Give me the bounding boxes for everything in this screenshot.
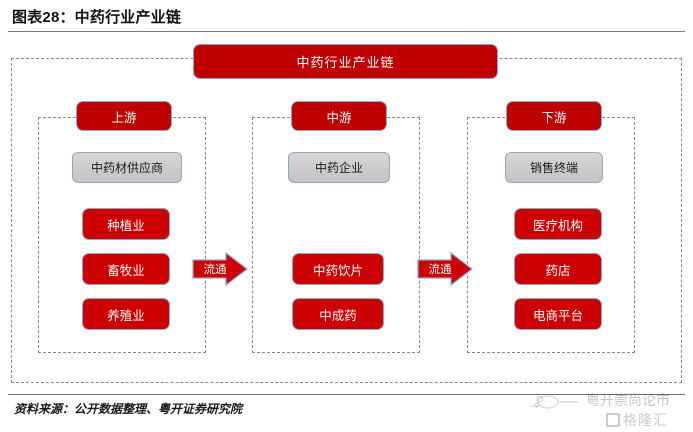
column-header-upstream: 上游 bbox=[76, 101, 172, 131]
figure-title-bar: 图表28：中药行业产业链 bbox=[0, 0, 693, 32]
flow-arrow-icon bbox=[417, 252, 473, 286]
column-header-label-midstream: 中游 bbox=[326, 110, 352, 125]
item-label: 养殖业 bbox=[107, 308, 145, 323]
column-header-downstream: 下游 bbox=[506, 101, 602, 131]
category-box-upstream: 中药材供应商 bbox=[72, 152, 182, 183]
title-divider bbox=[8, 31, 685, 32]
item-box: 医疗机构 bbox=[514, 208, 602, 240]
category-box-downstream: 销售终端 bbox=[505, 152, 603, 183]
main-header-box: 中药行业产业链 bbox=[193, 44, 498, 79]
flow-arrow-icon bbox=[192, 252, 248, 286]
item-box: 畜牧业 bbox=[82, 253, 170, 285]
item-label: 中成药 bbox=[319, 308, 357, 323]
item-label: 电商平台 bbox=[532, 308, 583, 323]
item-label: 畜牧业 bbox=[107, 263, 145, 278]
category-label-midstream: 中药企业 bbox=[314, 161, 363, 175]
main-header-label: 中药行业产业链 bbox=[296, 55, 395, 70]
item-box: 中成药 bbox=[292, 298, 384, 330]
item-label: 药店 bbox=[545, 263, 571, 278]
cloud-icon bbox=[529, 395, 578, 409]
item-box: 种植业 bbox=[82, 208, 170, 240]
item-label: 医疗机构 bbox=[532, 218, 583, 233]
source-note: 资料来源：公开数据整理、粤开证券研究院 bbox=[14, 402, 243, 416]
column-header-label-downstream: 下游 bbox=[541, 110, 567, 125]
item-box: 中药饮片 bbox=[292, 253, 384, 285]
category-box-midstream: 中药企业 bbox=[288, 152, 390, 183]
watermark-logo: 格隆汇 bbox=[606, 410, 668, 430]
item-box: 药店 bbox=[514, 253, 602, 285]
watermark-logo-text: 格隆汇 bbox=[623, 412, 668, 428]
item-box: 养殖业 bbox=[82, 298, 170, 330]
footer-divider bbox=[8, 394, 685, 395]
category-label-downstream: 销售终端 bbox=[529, 161, 578, 175]
item-label: 中药饮片 bbox=[312, 263, 363, 278]
logo-mark-icon bbox=[606, 413, 620, 427]
category-label-upstream: 中药材供应商 bbox=[90, 161, 163, 175]
item-label: 种植业 bbox=[107, 218, 145, 233]
watermark: 粤开崇尚论市 格隆汇 bbox=[528, 390, 688, 430]
item-box: 电商平台 bbox=[514, 298, 602, 330]
column-header-label-upstream: 上游 bbox=[111, 110, 137, 125]
column-header-midstream: 中游 bbox=[291, 101, 387, 131]
watermark-text: 粤开崇尚论市 bbox=[586, 392, 670, 408]
page-title: 图表28：中药行业产业链 bbox=[12, 8, 182, 26]
